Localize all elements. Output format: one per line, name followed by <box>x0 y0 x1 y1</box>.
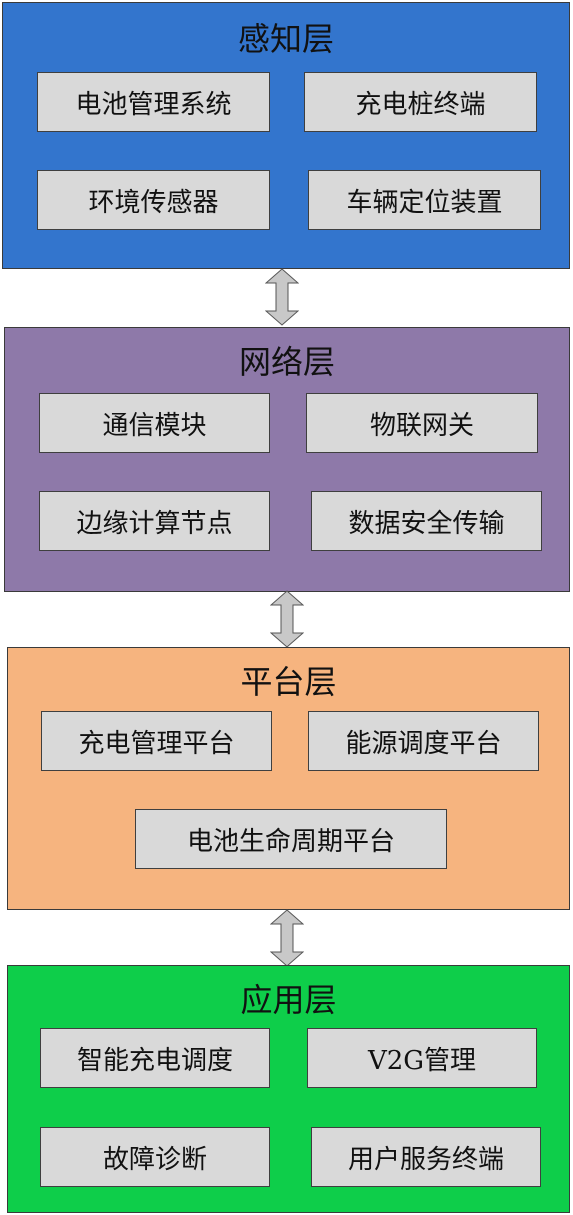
environment-sensor-box: 环境传感器 <box>37 170 270 230</box>
network-layer-title: 网络层 <box>238 343 335 381</box>
smart-charging-dispatch-box: 智能充电调度 <box>40 1028 270 1088</box>
user-service-terminal-box: 用户服务终端 <box>311 1127 541 1187</box>
double-arrow-icon <box>265 268 299 326</box>
vehicle-positioning-device-box: 车辆定位装置 <box>308 170 541 230</box>
platform-layer: 平台层 充电管理平台 能源调度平台 电池生命周期平台 <box>7 647 570 910</box>
energy-dispatch-platform-box: 能源调度平台 <box>308 711 539 771</box>
battery-lifecycle-platform-box: 电池生命周期平台 <box>135 809 447 869</box>
application-layer-title: 应用层 <box>240 981 337 1019</box>
v2g-management-box: V2G管理 <box>307 1028 537 1088</box>
edge-computing-node-box: 边缘计算节点 <box>39 491 270 551</box>
double-arrow-icon <box>270 909 304 967</box>
perception-layer-title: 感知层 <box>237 20 334 58</box>
platform-layer-title: 平台层 <box>240 663 337 701</box>
iot-gateway-box: 物联网关 <box>306 393 538 453</box>
data-secure-transmission-box: 数据安全传输 <box>311 491 542 551</box>
battery-management-system-box: 电池管理系统 <box>37 72 270 132</box>
communication-module-box: 通信模块 <box>39 393 270 453</box>
application-layer: 应用层 智能充电调度 V2G管理 故障诊断 用户服务终端 <box>7 965 570 1213</box>
network-layer: 网络层 通信模块 物联网关 边缘计算节点 数据安全传输 <box>4 327 570 592</box>
double-arrow-icon <box>270 590 304 648</box>
perception-layer: 感知层 电池管理系统 充电桩终端 环境传感器 车辆定位装置 <box>2 2 570 269</box>
charging-pile-terminal-box: 充电桩终端 <box>304 72 537 132</box>
charging-management-platform-box: 充电管理平台 <box>41 711 272 771</box>
fault-diagnosis-box: 故障诊断 <box>40 1127 270 1187</box>
